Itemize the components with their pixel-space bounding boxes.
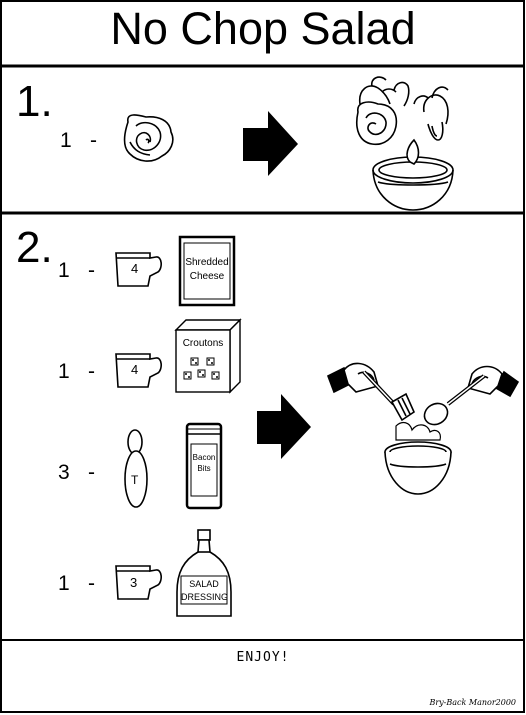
quantity-dash: - bbox=[88, 461, 95, 484]
measuring-cup-icon-3 bbox=[115, 565, 162, 600]
hands-tossing-salad-icon bbox=[326, 362, 520, 495]
measure-amount: 4 bbox=[131, 261, 139, 276]
measure-amount: 3 bbox=[130, 575, 138, 590]
package-label: Bacon Bits bbox=[192, 453, 216, 473]
measuring-cup-icon-1 bbox=[115, 252, 162, 287]
measure-amount: 4 bbox=[131, 362, 139, 377]
ingredient-quantity: 1 bbox=[60, 129, 72, 152]
salad-dressing-bottle-icon bbox=[176, 529, 232, 617]
author-credit: Bry-Back Manor2000 bbox=[429, 698, 516, 707]
croutons-box-icon bbox=[174, 318, 242, 394]
measure-amount: T bbox=[131, 473, 139, 487]
quantity-dash: - bbox=[90, 129, 97, 152]
shredded-cheese-package-icon bbox=[178, 235, 236, 307]
right-arrow-icon bbox=[243, 111, 298, 176]
right-arrow-icon bbox=[257, 394, 311, 459]
hands-tearing-lettuce-into-bowl-icon bbox=[356, 76, 454, 211]
footer-message: ENJOY! bbox=[236, 650, 290, 665]
lettuce-head-icon bbox=[123, 114, 174, 162]
step-number: 2. bbox=[16, 223, 53, 272]
ingredient-quantity: 3 bbox=[58, 461, 70, 484]
quantity-dash: - bbox=[88, 360, 95, 383]
page-title: No Chop Salad bbox=[110, 3, 416, 54]
ingredient-quantity: 1 bbox=[58, 360, 70, 383]
tablespoon-icon bbox=[124, 429, 148, 508]
ingredient-quantity: 1 bbox=[58, 572, 70, 595]
bacon-bits-shaker-icon bbox=[185, 422, 223, 510]
package-label: Croutons bbox=[182, 338, 224, 349]
ingredient-quantity: 1 bbox=[58, 259, 70, 282]
quantity-dash: - bbox=[88, 259, 95, 282]
step-number: 1. bbox=[16, 77, 53, 126]
crouton-cube-icon bbox=[183, 357, 220, 380]
measuring-cup-icon-2 bbox=[115, 353, 162, 388]
package-label: Shredded Cheese bbox=[185, 257, 229, 282]
package-label: SALAD DRESSING bbox=[181, 579, 229, 602]
quantity-dash: - bbox=[88, 572, 95, 595]
